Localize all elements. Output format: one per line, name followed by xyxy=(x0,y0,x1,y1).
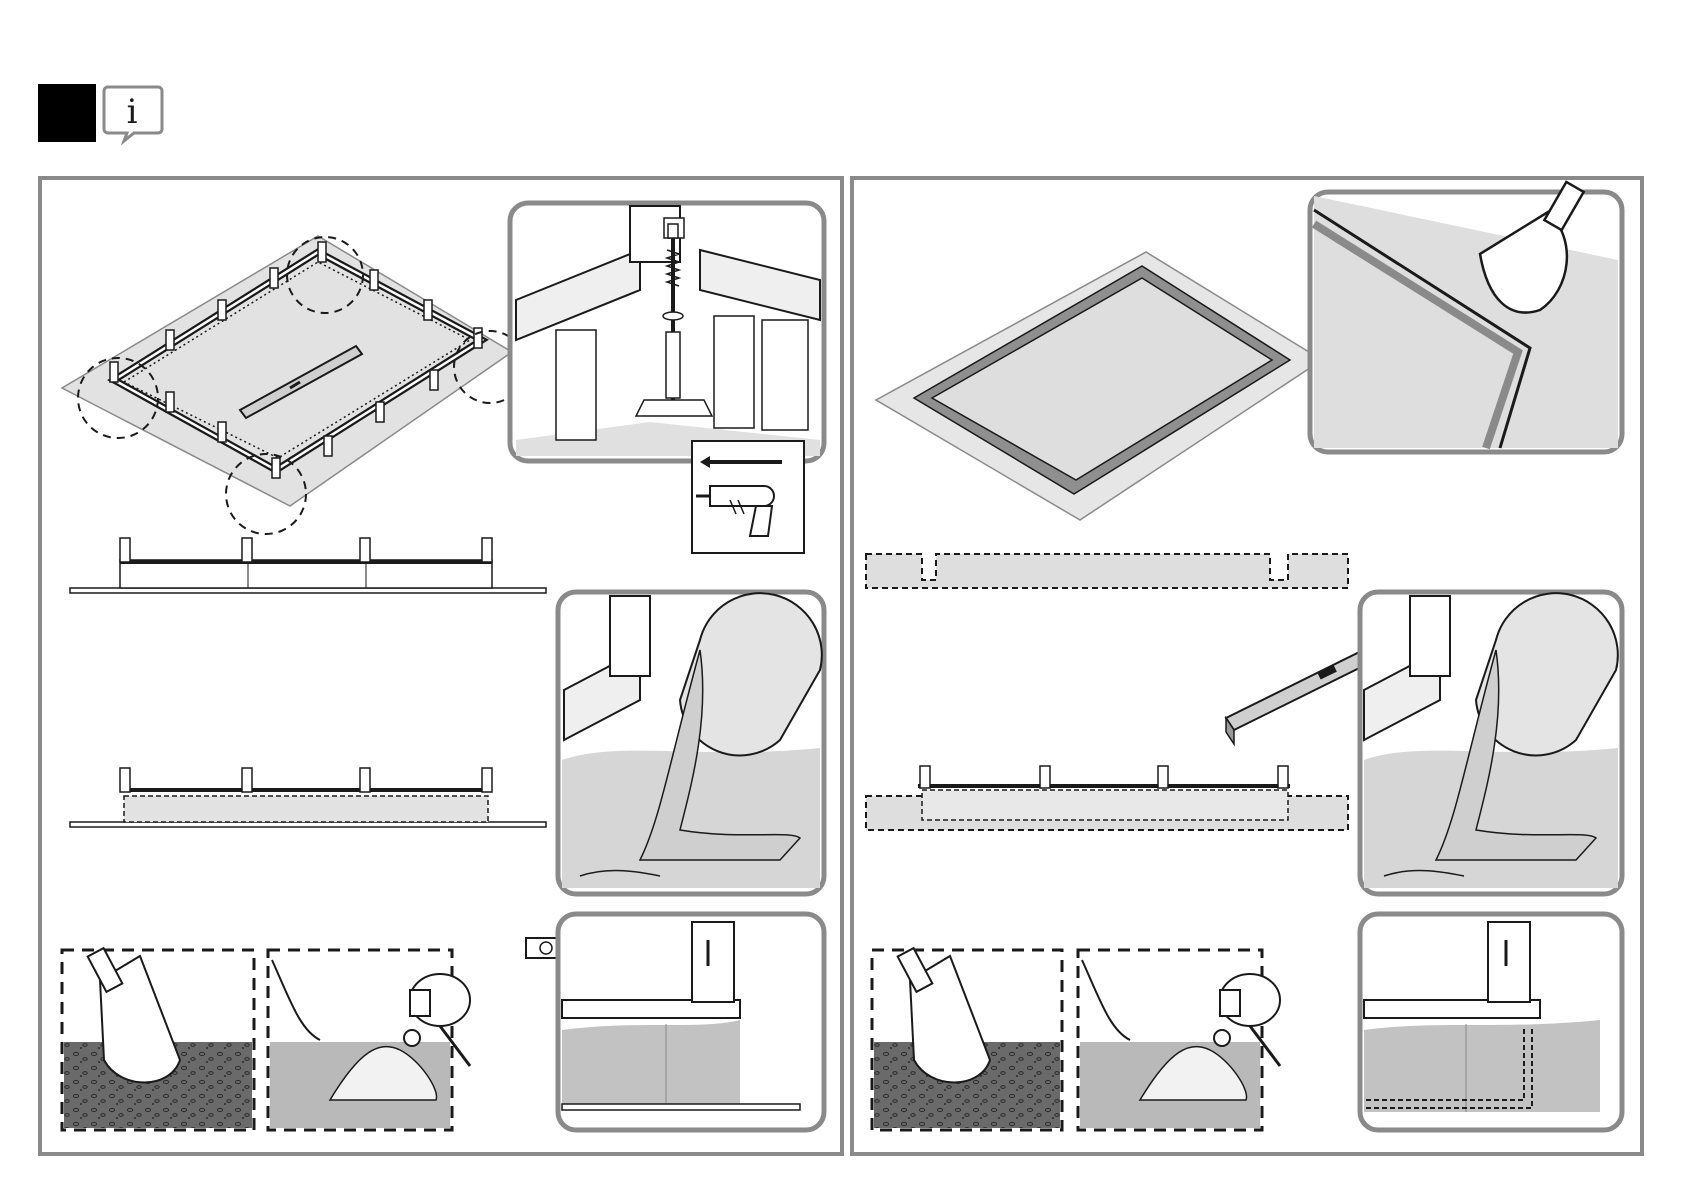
drill-tool-inset xyxy=(692,441,804,553)
corner-anchor-detail xyxy=(510,203,824,461)
mix-concrete-left xyxy=(268,950,470,1130)
footing-result-detail xyxy=(1360,914,1622,1130)
mix-concrete-right xyxy=(1078,950,1280,1130)
right-procedure-panel xyxy=(852,178,1642,1154)
info-glyph: i xyxy=(127,92,138,132)
trowel-edge-detail xyxy=(1310,182,1622,452)
level-check-detail-left xyxy=(558,914,824,1130)
concrete-pour-detail-left xyxy=(558,592,824,894)
step-marker-block xyxy=(38,84,96,142)
left-procedure-panel xyxy=(40,178,842,1154)
header: i xyxy=(38,84,162,142)
concrete-pour-detail-right xyxy=(1360,592,1622,894)
dig-trench-right xyxy=(872,948,1062,1130)
dig-trench-left xyxy=(62,948,254,1130)
info-speech-bubble-icon: i xyxy=(104,87,162,141)
